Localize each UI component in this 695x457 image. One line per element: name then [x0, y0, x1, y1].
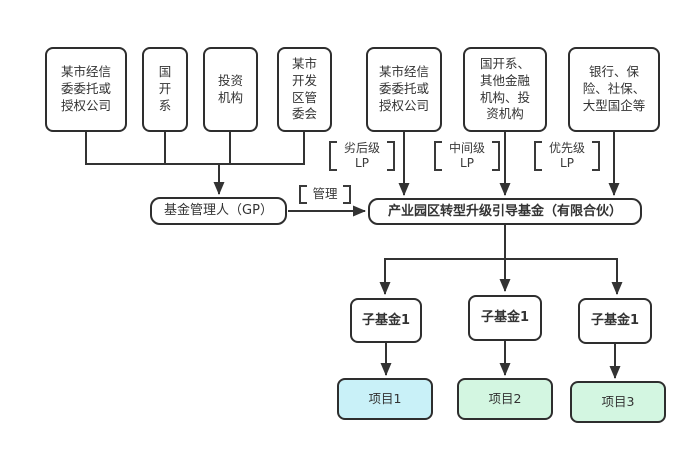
node-project-3: 项目3 [570, 381, 666, 423]
label-manage: 管理 [294, 183, 356, 205]
bracket-right-shape [592, 141, 600, 171]
label-inferior-lp: 劣后级 LP [324, 139, 400, 173]
node-development-zone-committee: 某市 开发 区管 委会 [277, 47, 332, 132]
node-municipal-commission-right: 某市经信 委委托或 授权公司 [366, 47, 442, 132]
label-mezzanine-lp: 中间级 LP [429, 139, 505, 173]
bracket-right-shape [343, 184, 351, 204]
node-sub-fund-3: 子基金1 [578, 298, 652, 344]
node-municipal-commission-left: 某市经信 委委托或 授权公司 [45, 47, 127, 132]
bracket-left-shape [434, 141, 442, 171]
node-fund-manager-gp: 基金管理人（GP） [150, 197, 287, 225]
node-project-1: 项目1 [337, 378, 433, 420]
node-financial-institutions: 国开系、 其他金融 机构、投 资机构 [463, 47, 547, 132]
bracket-left-shape [534, 141, 542, 171]
node-project-2: 项目2 [457, 378, 553, 420]
node-guokai-group-left: 国 开 系 [142, 47, 188, 132]
bracket-left-shape [299, 184, 307, 204]
node-sub-fund-1: 子基金1 [350, 298, 422, 343]
node-investment-institution: 投资 机构 [203, 47, 258, 132]
tier-label-text: 中间级 LP [448, 141, 485, 170]
node-banks-insurance-soe: 银行、保 险、社保、 大型国企等 [568, 47, 660, 132]
tier-label-text: 劣后级 LP [343, 141, 380, 170]
label-senior-lp: 优先级 LP [529, 139, 605, 173]
node-sub-fund-2: 子基金1 [468, 295, 542, 341]
bracket-right-shape [492, 141, 500, 171]
bracket-right-shape [387, 141, 395, 171]
node-guide-fund: 产业园区转型升级引导基金（有限合伙） [368, 198, 642, 225]
bracket-left-shape [329, 141, 337, 171]
manage-label-text: 管理 [312, 186, 338, 202]
tier-label-text: 优先级 LP [548, 141, 585, 170]
